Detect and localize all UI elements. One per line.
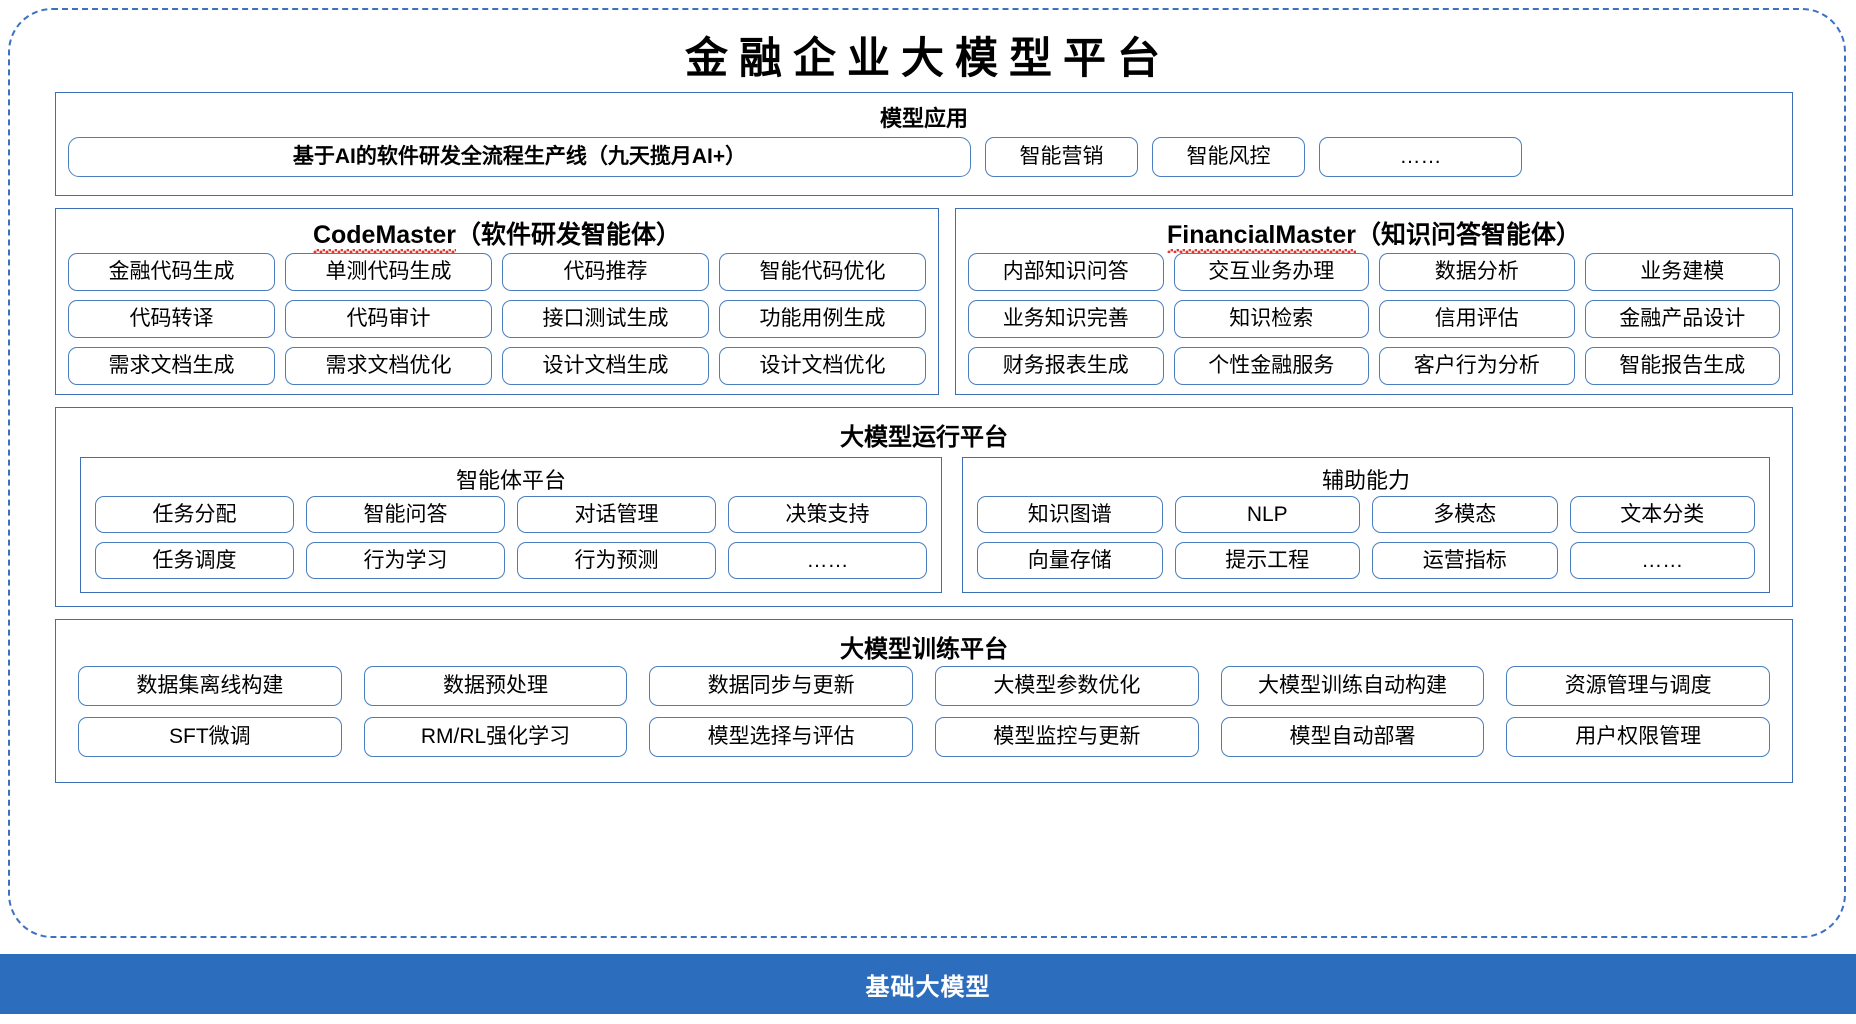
pill-code-2-1[interactable]: 需求文档优化 (285, 347, 492, 385)
pill-assist-0-3[interactable]: 文本分类 (1569, 496, 1755, 533)
pill-train-0-3[interactable]: 大模型参数优化 (935, 666, 1199, 706)
pill-fin-2-0[interactable]: 财务报表生成 (968, 347, 1164, 385)
pill-train-1-0[interactable]: SFT微调 (78, 717, 342, 757)
pill-fin-0-0[interactable]: 内部知识问答 (968, 253, 1164, 291)
pill-code-2-2[interactable]: 设计文档生成 (502, 347, 709, 385)
train-platform-row-1: 数据集离线构建 数据预处理 数据同步与更新 大模型参数优化 大模型训练自动构建 … (78, 666, 1771, 706)
pill-train-0-1[interactable]: 数据预处理 (363, 666, 628, 706)
code-master-row-3: 需求文档生成 需求文档优化 设计文档生成 设计文档优化 (68, 347, 926, 385)
section-model-application: 模型应用 基于AI的软件研发全流程生产线（九天揽月AI+） 智能营销 智能风控 … (55, 92, 1793, 196)
pill-agentplat-0-0[interactable]: 任务分配 (95, 496, 294, 533)
base-model-label: 基础大模型 (865, 973, 991, 1001)
pill-train-1-2[interactable]: 模型选择与评估 (649, 717, 914, 757)
pill-fin-2-1[interactable]: 个性金融服务 (1173, 347, 1369, 385)
code-master-grid: 金融代码生成 单测代码生成 代码推荐 智能代码优化 代码转译 代码审计 接口测试… (68, 253, 926, 385)
pill-code-2-0[interactable]: 需求文档生成 (68, 347, 275, 385)
app-pill-risk-control[interactable]: 智能风控 (1152, 137, 1305, 177)
pill-agentplat-0-1[interactable]: 智能问答 (306, 496, 505, 533)
pill-code-1-0[interactable]: 代码转译 (68, 300, 275, 338)
pill-code-1-3[interactable]: 功能用例生成 (719, 300, 926, 338)
pill-agentplat-0-3[interactable]: 决策支持 (728, 496, 927, 533)
pill-code-2-3[interactable]: 设计文档优化 (719, 347, 926, 385)
base-model-bar: 基础大模型 (0, 954, 1856, 1014)
financial-master-suffix: （知识问答智能体） (1355, 221, 1581, 249)
pill-code-0-0[interactable]: 金融代码生成 (68, 253, 275, 291)
pill-train-1-4[interactable]: 模型自动部署 (1220, 717, 1485, 757)
subsection-agent-platform: 智能体平台 任务分配 智能问答 对话管理 决策支持 任务调度 行为学习 行为预测… (80, 457, 942, 593)
section-title-financial-master: FinancialMaster（知识问答智能体） (956, 215, 1792, 253)
agent-platform-row-1: 任务分配 智能问答 对话管理 决策支持 (95, 496, 927, 533)
pill-train-1-1[interactable]: RM/RL强化学习 (363, 717, 628, 757)
pill-fin-2-2[interactable]: 客户行为分析 (1379, 347, 1575, 385)
section-code-master: CodeMaster（软件研发智能体） 金融代码生成 单测代码生成 代码推荐 智… (55, 208, 939, 395)
financial-master-row-1: 内部知识问答 交互业务办理 数据分析 业务建模 (968, 253, 1780, 291)
train-platform-grid: 数据集离线构建 数据预处理 数据同步与更新 大模型参数优化 大模型训练自动构建 … (78, 666, 1771, 757)
pill-fin-0-3[interactable]: 业务建模 (1584, 253, 1780, 291)
pill-fin-1-0[interactable]: 业务知识完善 (968, 300, 1164, 338)
pill-assist-0-0[interactable]: 知识图谱 (977, 496, 1163, 533)
financial-master-name: FinancialMaster (1167, 221, 1356, 253)
subsection-assist-capability: 辅助能力 知识图谱 NLP 多模态 文本分类 向量存储 提示工程 运营指标 …… (962, 457, 1770, 593)
pill-agentplat-1-2[interactable]: 行为预测 (517, 542, 716, 579)
pill-assist-1-3[interactable]: …… (1569, 542, 1755, 579)
pill-code-0-2[interactable]: 代码推荐 (502, 253, 709, 291)
pill-train-0-4[interactable]: 大模型训练自动构建 (1220, 666, 1485, 706)
section-title-model-application: 模型应用 (879, 106, 968, 131)
pill-train-0-2[interactable]: 数据同步与更新 (649, 666, 914, 706)
section-title-run-platform: 大模型运行平台 (840, 424, 1008, 451)
agent-platform-grid: 任务分配 智能问答 对话管理 决策支持 任务调度 行为学习 行为预测 …… (95, 496, 927, 579)
pill-code-1-1[interactable]: 代码审计 (285, 300, 492, 338)
page-title: 金融企业大模型平台 (685, 36, 1171, 83)
pill-fin-0-2[interactable]: 数据分析 (1379, 253, 1575, 291)
app-pill-main[interactable]: 基于AI的软件研发全流程生产线（九天揽月AI+） (68, 137, 971, 177)
pill-fin-1-1[interactable]: 知识检索 (1173, 300, 1369, 338)
pill-train-0-0[interactable]: 数据集离线构建 (78, 666, 342, 706)
pill-code-1-2[interactable]: 接口测试生成 (502, 300, 709, 338)
pill-fin-1-3[interactable]: 金融产品设计 (1584, 300, 1780, 338)
pill-agentplat-1-3[interactable]: …… (728, 542, 927, 579)
section-run-platform: 大模型运行平台 智能体平台 任务分配 智能问答 对话管理 决策支持 任务调度 行… (55, 407, 1793, 607)
pill-train-1-5[interactable]: 用户权限管理 (1506, 717, 1771, 757)
pill-code-0-1[interactable]: 单测代码生成 (285, 253, 492, 291)
train-platform-row-2: SFT微调 RM/RL强化学习 模型选择与评估 模型监控与更新 模型自动部署 用… (78, 717, 1771, 757)
code-master-row-2: 代码转译 代码审计 接口测试生成 功能用例生成 (68, 300, 926, 338)
code-master-row-1: 金融代码生成 单测代码生成 代码推荐 智能代码优化 (68, 253, 926, 291)
assist-capability-row-2: 向量存储 提示工程 运营指标 …… (977, 542, 1755, 579)
pill-code-0-3[interactable]: 智能代码优化 (719, 253, 926, 291)
model-application-items: 基于AI的软件研发全流程生产线（九天揽月AI+） 智能营销 智能风控 …… (68, 137, 1782, 177)
pill-assist-0-1[interactable]: NLP (1174, 496, 1360, 533)
section-title-code-master: CodeMaster（软件研发智能体） (56, 215, 938, 253)
pill-train-0-5[interactable]: 资源管理与调度 (1506, 666, 1771, 706)
assist-capability-row-1: 知识图谱 NLP 多模态 文本分类 (977, 496, 1755, 533)
pill-agentplat-1-1[interactable]: 行为学习 (306, 542, 505, 579)
subsection-title-assist-capability: 辅助能力 (1321, 468, 1410, 493)
financial-master-row-3: 财务报表生成 个性金融服务 客户行为分析 智能报告生成 (968, 347, 1780, 385)
code-master-name: CodeMaster (312, 221, 457, 253)
agent-platform-row-2: 任务调度 行为学习 行为预测 …… (95, 542, 927, 579)
assist-capability-grid: 知识图谱 NLP 多模态 文本分类 向量存储 提示工程 运营指标 …… (977, 496, 1755, 579)
section-title-train-platform: 大模型训练平台 (840, 636, 1008, 663)
pill-assist-1-2[interactable]: 运营指标 (1372, 542, 1558, 579)
financial-master-row-2: 业务知识完善 知识检索 信用评估 金融产品设计 (968, 300, 1780, 338)
app-pill-marketing[interactable]: 智能营销 (985, 137, 1138, 177)
pill-fin-1-2[interactable]: 信用评估 (1379, 300, 1575, 338)
pill-agentplat-1-0[interactable]: 任务调度 (95, 542, 294, 579)
outer-dashed-frame (8, 8, 1846, 938)
pill-assist-1-1[interactable]: 提示工程 (1174, 542, 1360, 579)
subsection-title-agent-platform: 智能体平台 (455, 468, 566, 493)
section-train-platform: 大模型训练平台 数据集离线构建 数据预处理 数据同步与更新 大模型参数优化 大模… (55, 619, 1793, 783)
section-financial-master: FinancialMaster（知识问答智能体） 内部知识问答 交互业务办理 数… (955, 208, 1793, 395)
pill-fin-0-1[interactable]: 交互业务办理 (1173, 253, 1369, 291)
pill-fin-2-3[interactable]: 智能报告生成 (1584, 347, 1780, 385)
financial-master-grid: 内部知识问答 交互业务办理 数据分析 业务建模 业务知识完善 知识检索 信用评估… (968, 253, 1780, 385)
pill-assist-1-0[interactable]: 向量存储 (977, 542, 1163, 579)
pill-agentplat-0-2[interactable]: 对话管理 (517, 496, 716, 533)
pill-assist-0-2[interactable]: 多模态 (1372, 496, 1558, 533)
code-master-suffix: （软件研发智能体） (456, 221, 682, 249)
app-pill-more[interactable]: …… (1319, 137, 1522, 177)
pill-train-1-3[interactable]: 模型监控与更新 (935, 717, 1199, 757)
